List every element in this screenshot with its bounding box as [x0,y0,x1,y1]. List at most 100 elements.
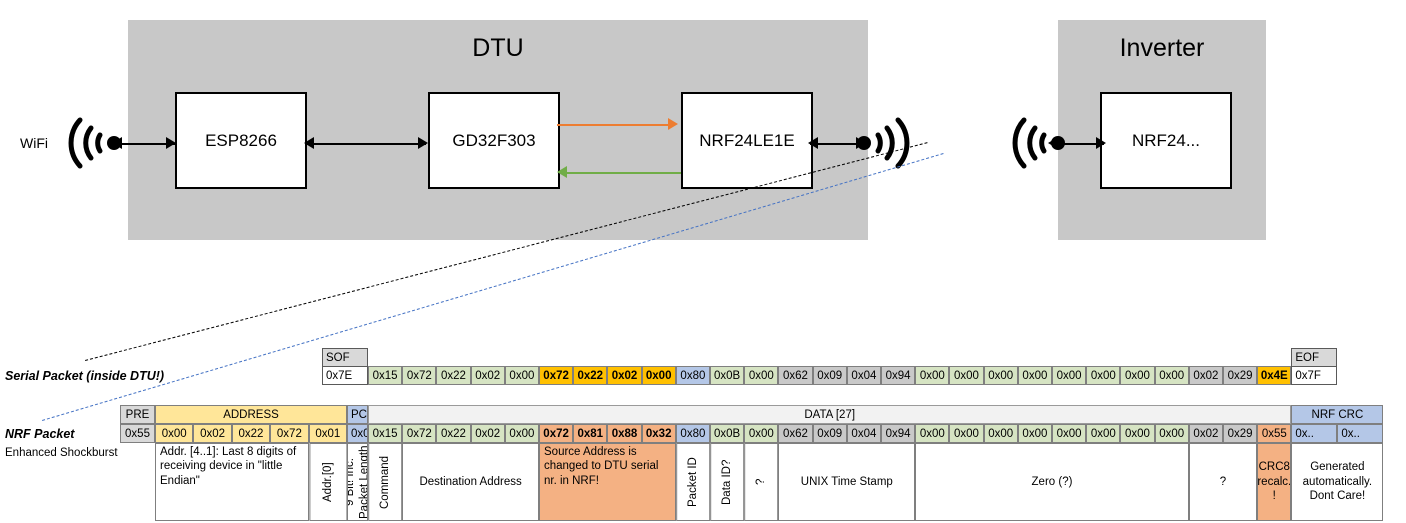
unix-timestamp-description: UNIX Time Stamp [778,443,916,521]
arrow-nrf-antenna-head-right [856,137,866,149]
nrf-byte-6: 0x81 [573,424,608,443]
zero-description: Zero (?) [915,443,1189,521]
chip-gd32f303: GD32F303 [428,92,560,189]
crc8-description: CRC8 recalc. ! [1257,443,1292,521]
nrf-crc-description: Generated automatically. Dont Care! [1291,443,1384,521]
destination-address-description: Destination Address [402,443,539,521]
source-address-description: Source Address is changed to DTU serial … [539,443,676,521]
serial-sof-header: SOF [322,348,368,367]
nrf-byte-8: 0x32 [641,424,676,443]
nrf-address-byte-1: 0x02 [193,424,232,443]
nrf-header-data: DATA [27] [368,405,1292,424]
chip-esp8266-label: ESP8266 [205,130,277,150]
serial-byte-26: 0x4E [1257,366,1292,385]
serial-byte-7: 0x02 [607,366,642,385]
nrf-byte-13: 0x09 [812,424,847,443]
serial-byte-12: 0x62 [778,366,813,385]
nrf-pre-value: 0x55 [120,424,155,443]
arrow-esp-gd32-head-left [304,137,314,149]
nrf-byte-14: 0x04 [846,424,881,443]
serial-byte-5: 0x72 [539,366,574,385]
nrf-byte-7: 0x88 [607,424,642,443]
arrow-esp-gd32-head-right [418,137,428,149]
serial-byte-22: 0x00 [1120,366,1155,385]
arrow-inverter-antenna [1052,143,1104,145]
serial-sof-value: 0x7E [322,366,368,385]
nrf-byte-22: 0x00 [1120,424,1155,443]
nrf-byte-23: 0x00 [1154,424,1189,443]
nrf-address-byte-3: 0x72 [270,424,309,443]
arrow-response-line [566,172,681,174]
serial-eof-value: 0x7F [1291,366,1338,385]
arrow-esp-gd32 [305,143,426,145]
nrf-byte-3: 0x02 [470,424,505,443]
nrf-byte-24: 0x02 [1188,424,1223,443]
serial-byte-17: 0x00 [949,366,984,385]
serial-byte-0: 0x15 [368,366,403,385]
serial-packet-label: Serial Packet (inside DTU!) [5,369,165,383]
serial-byte-11: 0x00 [744,366,779,385]
arrow-wifi-esp [118,143,175,145]
nrf-byte-4: 0x00 [504,424,539,443]
serial-byte-21: 0x00 [1086,366,1121,385]
chip-esp8266: ESP8266 [175,92,307,189]
addr0-description: Addr.[0] [308,443,347,521]
nrf-byte-10: 0x0B [710,424,745,443]
serial-byte-19: 0x00 [1017,366,1052,385]
serial-byte-23: 0x00 [1154,366,1189,385]
nrf-address-byte-4: 0x01 [308,424,347,443]
nrf-packet-label: NRF Packet [5,427,75,441]
nrf-byte-26: 0x55 [1257,424,1292,443]
arrow-nrf-antenna-head-left [808,137,818,149]
nrf-crc-byte-0: 0x.. [1291,424,1338,443]
unknown-byte-description: ? [744,443,779,521]
serial-byte-18: 0x00 [983,366,1018,385]
nrf-byte-12: 0x62 [778,424,813,443]
nrf-byte-15: 0x94 [881,424,916,443]
packet-id-description: Packet ID [675,443,710,521]
arrow-command-head [668,118,678,130]
nrf-byte-1: 0x72 [402,424,437,443]
nrf-byte-21: 0x00 [1086,424,1121,443]
chip-nrf24le1e-label: NRF24LE1E [699,130,795,150]
serial-byte-8: 0x00 [641,366,676,385]
chip-nrf24: NRF24... [1100,92,1232,189]
inverter-title: Inverter [1119,34,1205,62]
arrow-inverter-antenna-head-left [1048,137,1058,149]
nrf-header-crc: NRF CRC [1291,405,1384,424]
nrf-byte-25: 0x29 [1223,424,1258,443]
chip-gd32f303-label: GD32F303 [452,130,536,150]
serial-byte-3: 0x02 [470,366,505,385]
serial-byte-16: 0x00 [915,366,950,385]
nrf-byte-18: 0x00 [983,424,1018,443]
nrf-byte-16: 0x00 [915,424,950,443]
nrf-header-pre: PRE [120,405,155,424]
nrf-address-byte-2: 0x22 [231,424,271,443]
nrf-byte-0: 0x15 [368,424,403,443]
command-description: Command [368,443,403,521]
chip-nrf24-label: NRF24... [1131,130,1201,150]
serial-byte-4: 0x00 [504,366,539,385]
serial-byte-1: 0x72 [402,366,437,385]
nrf-byte-11: 0x00 [744,424,779,443]
wifi-label: WiFi [20,135,48,151]
nrf-pcf-value: 0x0DA [347,424,368,443]
chip-nrf24le1e: NRF24LE1E [681,92,813,189]
serial-byte-6: 0x22 [573,366,608,385]
nrf-byte-19: 0x00 [1017,424,1052,443]
dtu-title: DTU [472,34,524,62]
nrf-crc-byte-1: 0x.. [1337,424,1384,443]
serial-byte-20: 0x00 [1052,366,1087,385]
serial-byte-10: 0x0B [710,366,745,385]
serial-byte-14: 0x04 [846,366,881,385]
nrf-header-pcf: PCF [347,405,368,424]
unknown-two-description: ? [1188,443,1258,521]
serial-byte-25: 0x29 [1223,366,1258,385]
serial-eof-header: EOF [1291,348,1338,367]
nrf-address-byte-0: 0x00 [155,424,194,443]
nrf-byte-17: 0x00 [949,424,984,443]
nrf-byte-2: 0x22 [436,424,471,443]
arrow-response-head [557,166,567,178]
nrf-packet-sublabel: Enhanced Shockburst [5,447,118,459]
nrf-byte-5: 0x72 [539,424,574,443]
